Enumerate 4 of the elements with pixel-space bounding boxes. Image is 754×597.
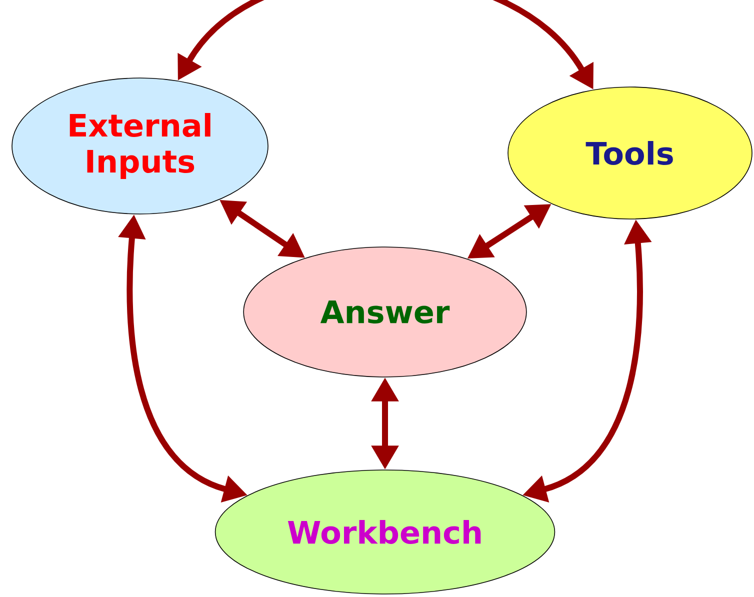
ellipse-node: Workbench	[214, 470, 556, 594]
ellipse-node: Answer	[243, 246, 527, 378]
ellipse-node: External Inputs	[12, 78, 268, 214]
ellipse-node: Tools	[508, 86, 752, 220]
